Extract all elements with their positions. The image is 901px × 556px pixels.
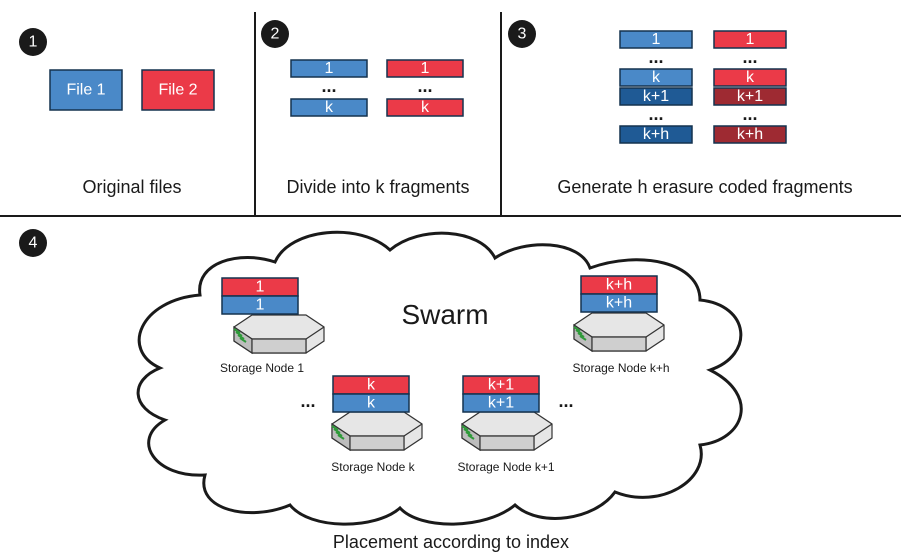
- node1-label: Storage Node 1: [220, 361, 304, 375]
- step-badge-3: 3: [508, 20, 536, 48]
- step-number-1: 1: [29, 34, 38, 51]
- swarm-ellipsis-left: ...: [300, 391, 315, 411]
- step-number-2: 2: [271, 26, 280, 43]
- red-fragment-1: [386, 59, 464, 78]
- step-badge-4: 4: [19, 229, 47, 257]
- server-icon: [461, 411, 553, 451]
- caption-erasure-coded: Generate h erasure coded fragments: [557, 177, 852, 197]
- ec-red-ellipsis-2: ...: [742, 104, 757, 124]
- ec-red-1: [713, 30, 787, 49]
- storage-node-k-plus-1: k+1 k+1 Storage Node k+1: [457, 375, 555, 474]
- file-2-label: File 2: [158, 82, 197, 99]
- ec-blue-1-label: 1: [652, 31, 661, 48]
- red-fragment-k: [386, 98, 464, 117]
- nodek1-fragment-red-label: k+1: [488, 377, 514, 394]
- node1-fragment-blue: [221, 295, 299, 315]
- red-fragment-1-label: 1: [421, 60, 430, 77]
- ec-red-1-label: 1: [746, 31, 755, 48]
- step-badge-2: 2: [261, 20, 289, 48]
- blue-fragment-k-label: k: [325, 99, 334, 116]
- node1-fragment-red-label: 1: [256, 279, 265, 296]
- storage-node-1: 1 1 Storage Node 1: [220, 277, 325, 375]
- ec-red-k: [713, 68, 787, 87]
- server-icon: [233, 314, 325, 354]
- panel-placement: Swarm 1 1 Storage Node 1 k k Storage Nod…: [136, 230, 743, 552]
- ec-red-ellipsis-1: ...: [742, 47, 757, 67]
- caption-original-files: Original files: [82, 177, 181, 197]
- nodekh-label: Storage Node k+h: [572, 361, 669, 375]
- step-number-4: 4: [29, 235, 38, 252]
- nodek-fragment-blue: [332, 393, 410, 413]
- ec-blue-k: [619, 68, 693, 87]
- ec-blue-ellipsis-2: ...: [648, 104, 663, 124]
- ec-blue-ellipsis-1: ...: [648, 47, 663, 67]
- ec-blue-1: [619, 30, 693, 49]
- file-1-box: [49, 69, 123, 111]
- red-fragment-k-label: k: [421, 99, 430, 116]
- ec-blue-kh-label: k+h: [643, 126, 669, 143]
- storage-node-k: k k Storage Node k: [331, 375, 423, 474]
- swarm-title: Swarm: [401, 299, 488, 330]
- panel-erasure-coded: 1 ... k k+1 ... k+h 1 ... k k+1 ... k+h …: [557, 30, 853, 197]
- blue-fragment-1: [290, 59, 368, 78]
- ec-blue-k1: [619, 87, 693, 106]
- nodek-label: Storage Node k: [331, 460, 415, 474]
- caption-placement: Placement according to index: [333, 532, 569, 552]
- panel-original-files: File 1 File 2 Original files: [49, 69, 215, 197]
- nodekh-fragment-blue: [580, 293, 658, 313]
- ec-blue-k1-label: k+1: [643, 88, 669, 105]
- panel-divide-fragments: 1 ... k 1 ... k Divide into k fragments: [286, 59, 470, 197]
- file-2-box: [141, 69, 215, 111]
- ec-red-kh-label: k+h: [737, 126, 763, 143]
- caption-divide-fragments: Divide into k fragments: [286, 177, 469, 197]
- ec-red-kh: [713, 125, 787, 144]
- ec-blue-kh: [619, 125, 693, 144]
- ec-red-k1-label: k+1: [737, 88, 763, 105]
- nodek1-fragment-blue: [462, 393, 540, 413]
- ec-blue-k-label: k: [652, 69, 661, 86]
- blue-fragments-ellipsis: ...: [321, 76, 336, 96]
- nodekh-fragment-red-label: k+h: [606, 277, 632, 294]
- swarm-ellipsis-right: ...: [558, 391, 573, 411]
- blue-fragment-k: [290, 98, 368, 117]
- server-icon: [573, 312, 665, 352]
- nodek1-fragment-blue-label: k+1: [488, 395, 514, 412]
- nodek-fragment-blue-label: k: [367, 395, 376, 412]
- node1-fragment-blue-label: 1: [256, 297, 265, 314]
- nodekh-fragment-blue-label: k+h: [606, 295, 632, 312]
- nodek1-label: Storage Node k+1: [457, 460, 554, 474]
- blue-fragment-1-label: 1: [325, 60, 334, 77]
- step-badge-1: 1: [19, 28, 47, 56]
- red-fragments-ellipsis: ...: [417, 76, 432, 96]
- ec-red-k1: [713, 87, 787, 106]
- server-icon: [331, 411, 423, 451]
- file-1-label: File 1: [66, 82, 105, 99]
- ec-red-k-label: k: [746, 69, 755, 86]
- nodek-fragment-red-label: k: [367, 377, 376, 394]
- step-number-3: 3: [518, 26, 527, 43]
- storage-node-k-plus-h: k+h k+h Storage Node k+h: [572, 275, 670, 375]
